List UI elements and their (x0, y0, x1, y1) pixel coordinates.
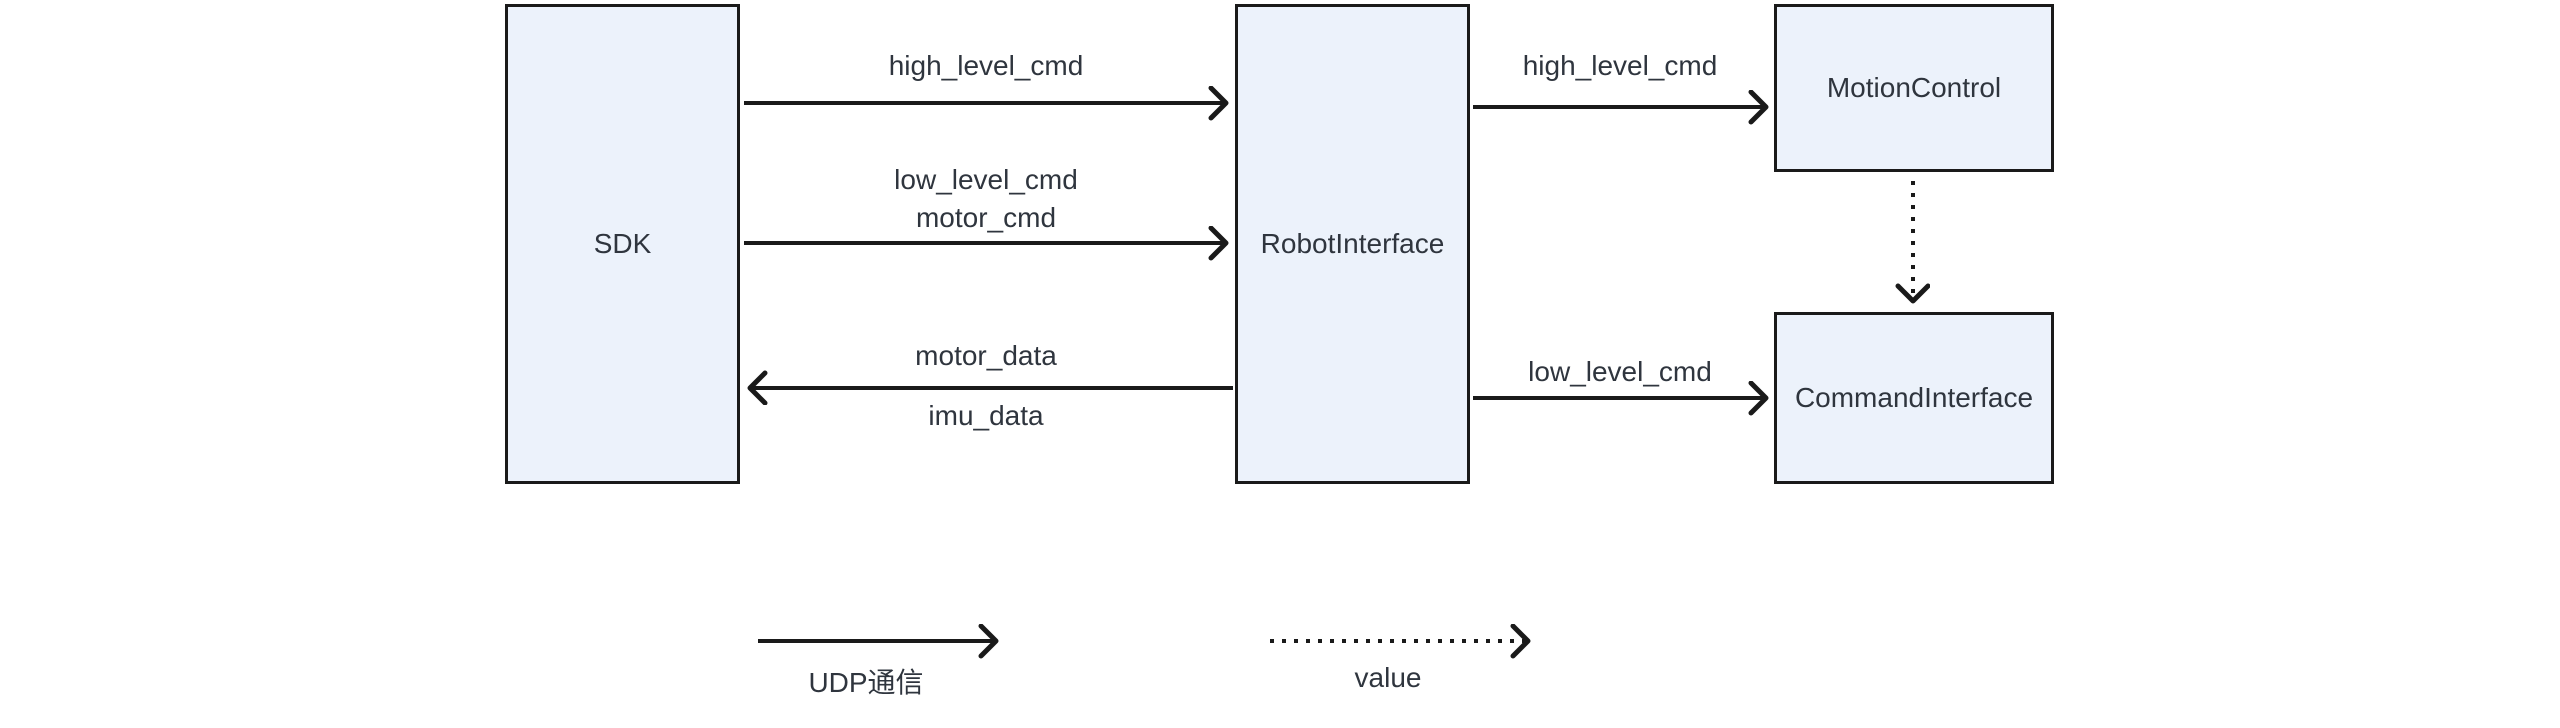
node-robot-interface: RobotInterface (1235, 4, 1470, 484)
node-motion-control: MotionControl (1774, 4, 2054, 172)
node-sdk: SDK (505, 4, 740, 484)
legend-label-value: value (1354, 662, 1422, 693)
edge-label-high-level-cmd-right: high_level_cmd (1522, 50, 1718, 81)
edge-label-imu-data: imu_data (928, 400, 1044, 431)
edge-label-motor-data: motor_data (915, 340, 1057, 371)
edge-label-low-level-cmd-left: low_level_cmd (894, 164, 1078, 195)
node-command-interface: CommandInterface (1774, 312, 2054, 484)
edge-label-low-level-cmd-right: low_level_cmd (1528, 356, 1712, 387)
edge-label-motor-cmd: motor_cmd (915, 202, 1057, 233)
edge-label-high-level-cmd-left: high_level_cmd (888, 50, 1084, 81)
legend-label-udp: UDP通信 (808, 667, 924, 698)
